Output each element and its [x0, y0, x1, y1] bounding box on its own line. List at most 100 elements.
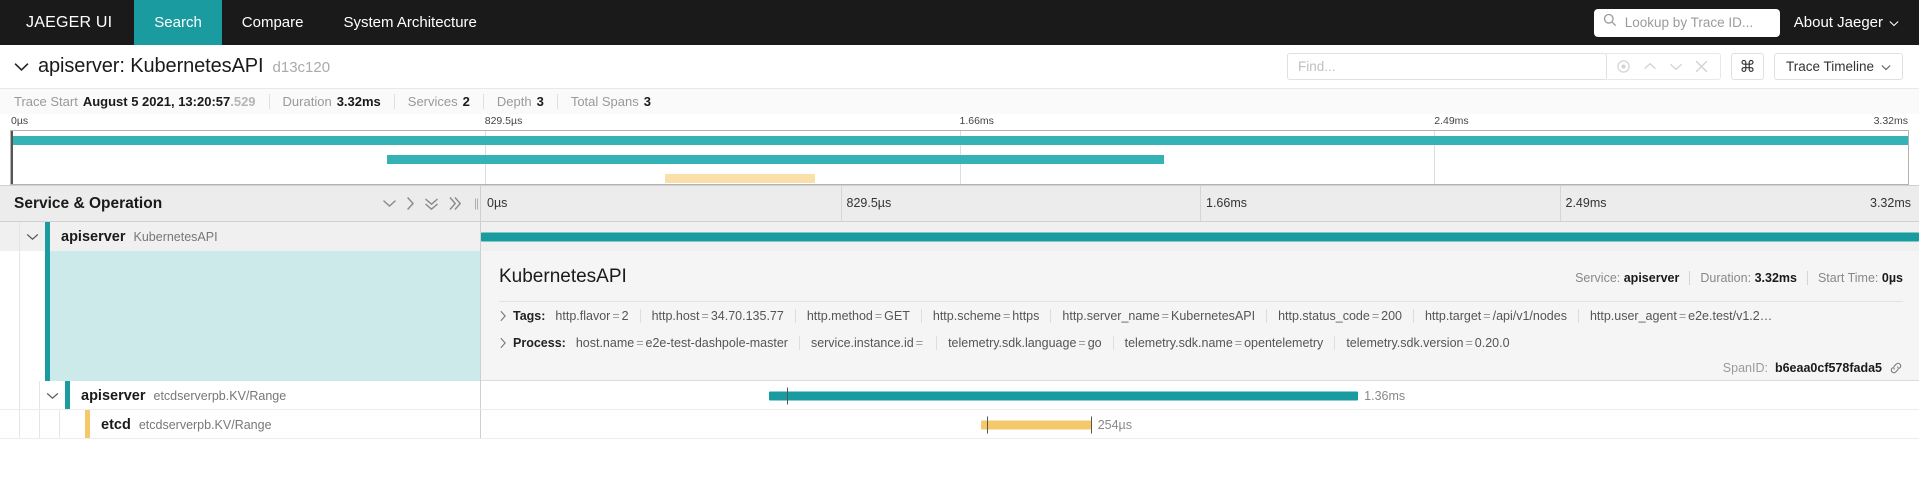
minimap-span-bar — [665, 174, 816, 183]
summary-duration-value: 3.32ms — [336, 94, 381, 109]
summary-total-spans-label: Total Spans — [570, 94, 639, 109]
view-mode-label: Trace Timeline — [1785, 59, 1874, 74]
summary-trace-start-millis: .529 — [230, 94, 256, 109]
nav-item-system-architecture[interactable]: System Architecture — [343, 14, 477, 31]
detail-color-bar — [45, 251, 50, 381]
table-row[interactable]: etcd etcdserverpb.KV/Range 254µs — [0, 410, 1919, 439]
keyboard-shortcuts-button[interactable]: ⌘ — [1730, 53, 1764, 80]
next-match-icon[interactable] — [1664, 55, 1688, 79]
span-service-name: apiserver — [61, 228, 126, 245]
jaeger-ui-brand[interactable]: JAEGER UI — [26, 13, 113, 31]
chevron-down-icon — [1889, 14, 1899, 31]
span-detail-meta: Service: apiserver Duration: 3.32ms Star… — [1565, 271, 1903, 285]
nav-right-group: Lookup by Trace ID... About Jaeger — [1593, 0, 1919, 45]
detail-gutter — [0, 251, 20, 381]
trace-header: apiserver: KubernetesAPI d13c120 Find...… — [0, 45, 1919, 88]
tags-label: Tags: — [513, 308, 546, 323]
search-icon — [1603, 13, 1617, 32]
summary-total-spans-value: 3 — [643, 94, 651, 109]
copy-link-icon[interactable] — [1889, 361, 1903, 375]
span-bar-cell[interactable]: 1.36ms — [481, 381, 1919, 410]
span-id-label: SpanID: — [1722, 361, 1768, 375]
detail-service-value: apiserver — [1623, 271, 1680, 285]
summary-depth-label: Depth — [496, 94, 532, 109]
summary-trace-start-value: August 5 2021, 13:20:57.529 — [83, 94, 256, 109]
summary-services-label: Services — [407, 94, 458, 109]
double-chevron-right-icon[interactable] — [448, 196, 462, 211]
span-color-bar — [85, 410, 90, 439]
span-label: apiserver etcdserverpb.KV/Range — [70, 388, 286, 404]
table-row[interactable]: apiserver etcdserverpb.KV/Range 1.36ms — [0, 381, 1919, 410]
detail-highlight-fill — [50, 251, 480, 381]
nav-item-compare[interactable]: Compare — [241, 14, 304, 31]
detail-duration-label: Duration: — [1700, 271, 1752, 285]
focus-match-icon[interactable] — [1612, 55, 1636, 79]
tag-chip: http.method=GET — [796, 308, 922, 323]
trace-id-short: d13c120 — [272, 59, 331, 76]
clear-find-icon[interactable] — [1690, 55, 1714, 79]
minimap-drag-handle[interactable] — [11, 131, 13, 184]
span-duration-bar[interactable] — [481, 232, 1919, 241]
timeline-tick-label: 2.49ms — [1565, 196, 1607, 210]
span-row-label-cell[interactable]: apiserver KubernetesAPI — [0, 222, 481, 251]
top-navigation-bar: JAEGER UI Search Compare System Architec… — [0, 0, 1919, 45]
collapse-trace-header-icon[interactable] — [14, 62, 29, 72]
tag-chip: http.target=/api/v1/nodes — [1414, 308, 1579, 323]
row-gutter-depth1 — [20, 410, 40, 439]
process-chip: service.instance.id= — [800, 335, 938, 350]
span-bar-cell[interactable] — [481, 222, 1919, 251]
detail-start-time: Start Time: 0µs — [1808, 271, 1903, 285]
tag-chip: http.server_name=KubernetesAPI — [1051, 308, 1268, 323]
detail-divider — [499, 301, 1903, 302]
summary-duration-label: Duration — [282, 94, 332, 109]
chevron-down-icon[interactable] — [382, 199, 397, 208]
expand-span-icon[interactable] — [20, 233, 45, 241]
timeline-gridline — [840, 186, 842, 221]
view-mode-select[interactable]: Trace Timeline — [1773, 53, 1903, 80]
previous-match-icon[interactable] — [1638, 55, 1662, 79]
expand-process-icon[interactable] — [499, 337, 513, 349]
summary-duration: Duration 3.32ms — [283, 94, 395, 109]
about-jaeger-label: About Jaeger — [1793, 14, 1883, 31]
summary-total-spans: Total Spans 3 — [571, 94, 664, 109]
chevron-right-icon[interactable] — [406, 196, 415, 211]
summary-services-value: 2 — [462, 94, 470, 109]
span-label: apiserver KubernetesAPI — [50, 229, 218, 245]
summary-depth-value: 3 — [536, 94, 544, 109]
span-detail-title: KubernetesAPI — [499, 266, 627, 287]
find-placeholder: Find... — [1297, 59, 1336, 74]
process-row[interactable]: Process: host.name=e2e-test-dashpole-mas… — [499, 329, 1903, 356]
detail-duration-value: 3.32ms — [1754, 271, 1797, 285]
nav-item-search[interactable]: Search — [134, 0, 222, 45]
find-input[interactable]: Find... — [1286, 53, 1607, 80]
trace-header-controls: Find... ⌘ Trace Timeline — [1286, 53, 1903, 80]
expand-span-icon[interactable] — [40, 392, 65, 400]
tag-chip: http.status_code=200 — [1267, 308, 1414, 323]
double-chevron-down-icon[interactable] — [424, 197, 439, 211]
minimap-viewport[interactable] — [10, 130, 1909, 185]
span-bar-cell[interactable]: 254µs — [481, 410, 1919, 439]
span-duration-bar[interactable] — [768, 391, 1359, 400]
summary-trace-start-datetime: August 5 2021, 13:20:57 — [82, 94, 231, 109]
span-operation-name: etcdserverpb.KV/Range — [153, 388, 287, 403]
column-resize-handle[interactable] — [475, 198, 478, 209]
process-chip: host.name=e2e-test-dashpole-master — [576, 335, 800, 350]
span-row-label-cell[interactable]: apiserver etcdserverpb.KV/Range — [0, 381, 481, 410]
table-row[interactable]: apiserver KubernetesAPI — [0, 222, 1919, 251]
row-separator — [0, 438, 1919, 439]
timeline-gridline — [1559, 186, 1561, 221]
service-operation-label: Service & Operation — [14, 194, 163, 212]
summary-depth: Depth 3 — [497, 94, 558, 109]
expand-tags-icon[interactable] — [499, 310, 513, 322]
row-separator — [0, 409, 1919, 410]
about-jaeger-menu[interactable]: About Jaeger — [1794, 14, 1899, 31]
span-row-label-cell[interactable]: etcd etcdserverpb.KV/Range — [0, 410, 481, 439]
span-duration-bar[interactable] — [981, 420, 1091, 429]
span-id-row: SpanID: b6eaa0cf578fada5 — [499, 356, 1903, 380]
detail-start-time-label: Start Time: — [1817, 271, 1879, 285]
timeline-gridline — [1200, 186, 1201, 221]
trace-id-lookup-input[interactable]: Lookup by Trace ID... — [1593, 8, 1780, 37]
